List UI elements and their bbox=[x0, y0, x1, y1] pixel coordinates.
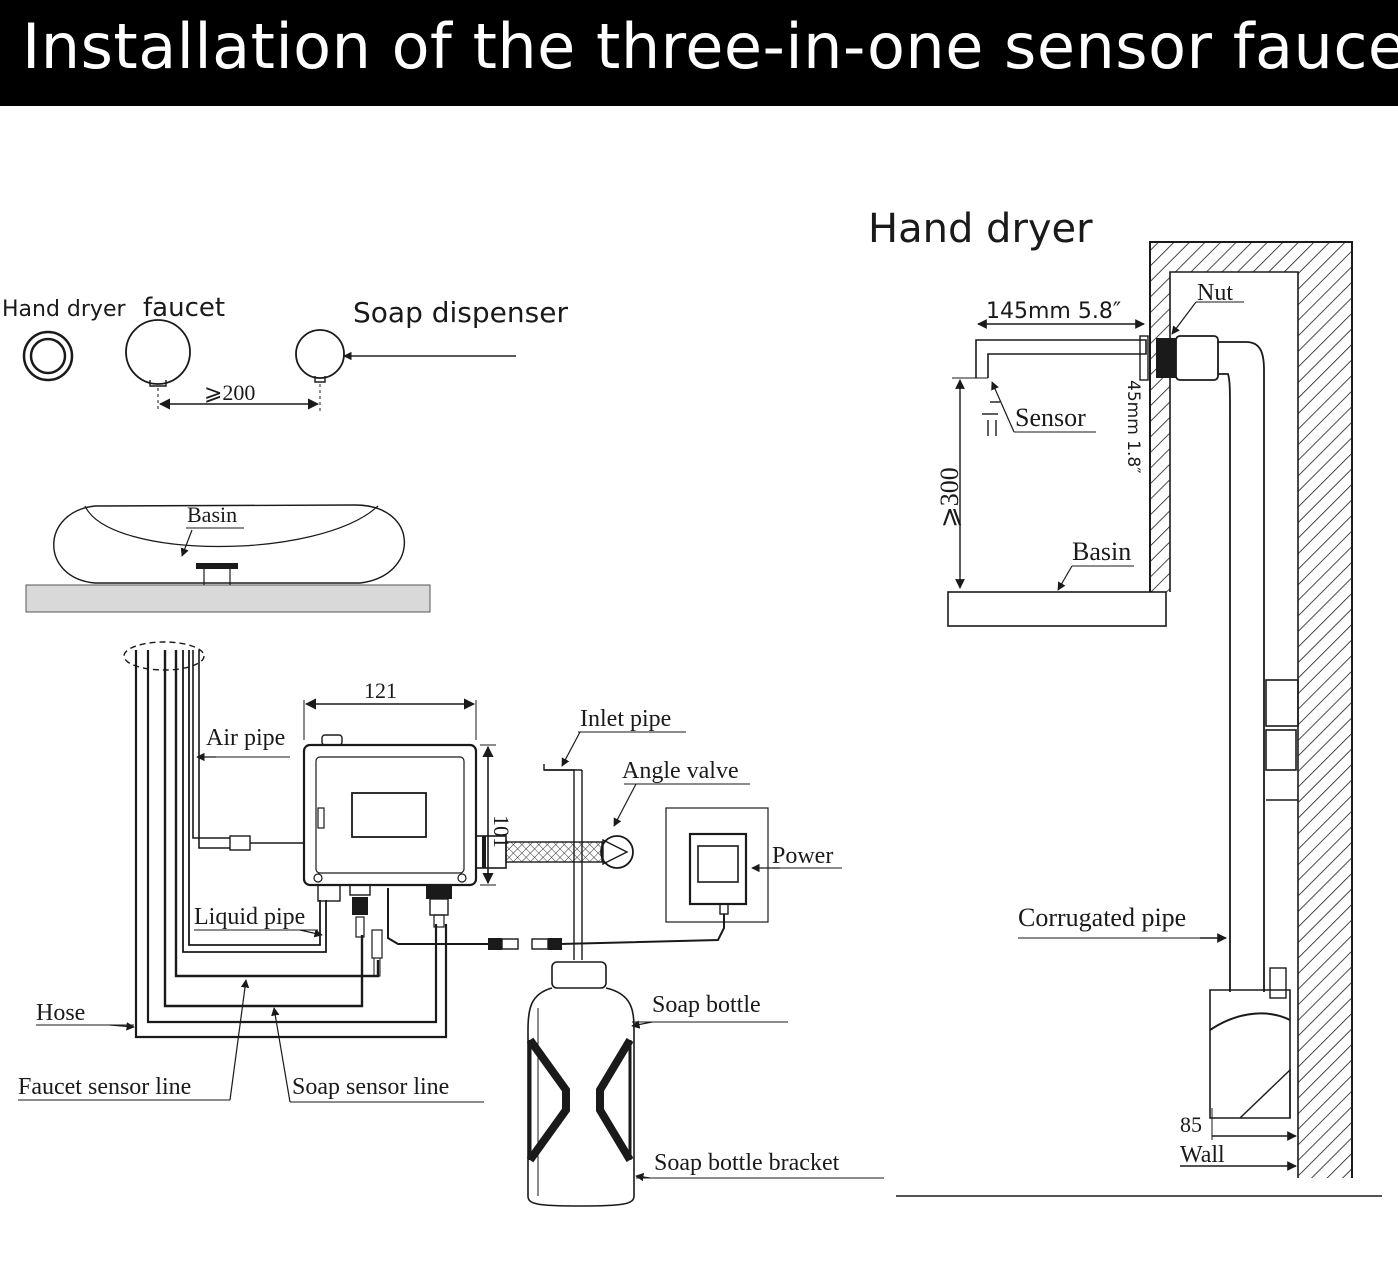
wall-offset-label: 45mm 1.8″ bbox=[1123, 380, 1143, 474]
nut bbox=[1156, 338, 1176, 378]
faucet-hole-icon bbox=[125, 319, 191, 385]
hose-label: Hose bbox=[36, 1000, 85, 1026]
angle-valve-icon bbox=[600, 835, 634, 869]
side-view-heading: Hand dryer bbox=[868, 206, 1093, 252]
liquid-pipe-label: Liquid pipe bbox=[194, 904, 305, 930]
spout-length-label: 145mm 5.8″ bbox=[986, 299, 1121, 324]
title-banner: Installation of the three-in-one sensor … bbox=[0, 0, 1398, 106]
power-panel bbox=[665, 807, 769, 923]
wall-label: Wall bbox=[1180, 1142, 1225, 1168]
soap-bottle-label: Soap bottle bbox=[652, 992, 761, 1018]
faucet-sensor-line-label: Faucet sensor line bbox=[18, 1074, 191, 1100]
angle-valve-label: Angle valve bbox=[622, 758, 739, 784]
basin-view bbox=[25, 504, 431, 613]
corrugated-pipe-label: Corrugated pipe bbox=[1018, 903, 1186, 932]
basin-bowl bbox=[53, 504, 405, 584]
bracket-depth-label: 85 bbox=[1180, 1112, 1202, 1137]
hatched-ceiling bbox=[1150, 242, 1352, 272]
soap-sensor-line-label: Soap sensor line bbox=[292, 1074, 449, 1100]
spout bbox=[975, 339, 1147, 378]
width-label: 121 bbox=[364, 678, 397, 703]
soap-bottle bbox=[527, 987, 635, 1207]
spacing-label: ⩾200 bbox=[204, 380, 255, 405]
side-view bbox=[896, 241, 1382, 1197]
soap-dispenser-hole-icon bbox=[295, 329, 345, 379]
basin-height-label: ⩾300 bbox=[935, 467, 964, 528]
top-soap-dispenser-label: Soap dispenser bbox=[353, 296, 568, 329]
hatched-wall-left bbox=[1150, 272, 1170, 592]
height-label: 101 bbox=[489, 815, 514, 848]
soap-bottle-bracket bbox=[526, 1037, 570, 1163]
side-basin-counter bbox=[947, 591, 1167, 627]
nut-label: Nut bbox=[1197, 280, 1233, 306]
inlet-pipe-label: Inlet pipe bbox=[580, 706, 671, 732]
sensor-label: Sensor bbox=[1015, 403, 1086, 432]
soap-bottle-bracket-label: Soap bottle bracket bbox=[654, 1150, 840, 1176]
air-pipe-label: Air pipe bbox=[206, 725, 285, 751]
basin-label: Basin bbox=[187, 502, 237, 527]
soap-bottle-cap bbox=[551, 961, 607, 989]
side-basin-label: Basin bbox=[1072, 537, 1131, 566]
page-title: Installation of the three-in-one sensor … bbox=[22, 10, 1398, 83]
power-label: Power bbox=[772, 843, 833, 869]
control-system bbox=[18, 641, 884, 1207]
power-adapter bbox=[688, 832, 748, 906]
hand-dryer-hole-icon bbox=[22, 330, 74, 382]
control-box-mount bbox=[1209, 989, 1291, 1119]
counter-top bbox=[25, 584, 431, 613]
control-box bbox=[302, 743, 478, 887]
hand-dryer-hole-inner-icon bbox=[29, 337, 67, 375]
top-hand-dryer-label: Hand dryer bbox=[2, 297, 126, 322]
corrugated-pipe bbox=[1218, 341, 1265, 992]
control-box-display bbox=[351, 792, 427, 838]
top-view bbox=[22, 319, 516, 412]
drain-plug bbox=[196, 563, 238, 569]
top-faucet-label: faucet bbox=[143, 293, 225, 323]
hatched-wall-right bbox=[1298, 272, 1352, 1178]
braided-hose bbox=[505, 841, 603, 863]
